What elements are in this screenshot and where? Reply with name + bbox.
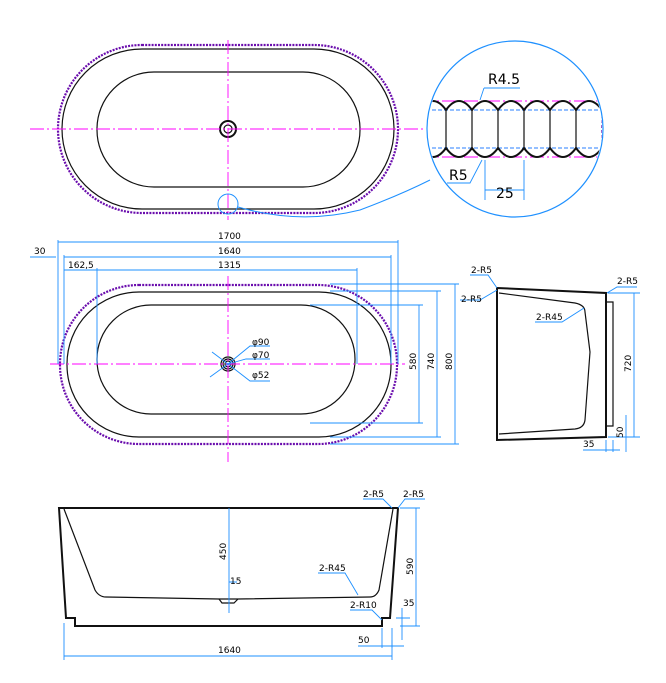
drain-90-label: φ90	[252, 338, 270, 348]
top-view	[30, 40, 431, 220]
side-r5c-leader	[606, 286, 637, 294]
side-r45-leader	[535, 307, 585, 323]
drain-52-label: φ52	[252, 371, 269, 381]
r45-leader	[479, 87, 520, 101]
side-foot	[606, 301, 614, 427]
side-r5-b-label: 2-R5	[461, 295, 482, 305]
dim-1315	[64, 268, 358, 364]
pitch-dim	[484, 160, 525, 200]
side-35-label: 35	[583, 440, 594, 450]
front-450-label: 450	[219, 543, 229, 560]
plan-rim	[66, 291, 392, 438]
side-dim-35	[583, 440, 620, 452]
side-720-label: 720	[624, 355, 634, 372]
front-r5-b-label: 2-R5	[403, 490, 424, 500]
front-1640-label: 1640	[218, 646, 241, 656]
front-dim-590	[400, 507, 420, 627]
dim-30-label: 30	[34, 247, 46, 257]
front-r45-label: 2-R45	[319, 564, 346, 574]
scallop-top	[428, 100, 602, 112]
front-view: 450 15 590 2-R5 2-R45 2-R5 2-R10 35 50 1…	[57, 490, 425, 660]
dim-800-label: 800	[445, 353, 455, 370]
detail-view: R4.5 R5 25	[426, 40, 604, 218]
dim-162-label: 162,5	[68, 261, 94, 271]
detail-circle	[426, 40, 604, 218]
scallop-bottom	[428, 146, 602, 158]
dim-1315-label: 1315	[218, 261, 241, 271]
front-r5-leaders	[363, 498, 425, 509]
side-dim-720	[608, 292, 640, 438]
front-590-label: 590	[406, 558, 416, 575]
inner-basin	[96, 71, 361, 188]
detail-r-top-label: R4.5	[488, 72, 520, 88]
front-outline	[57, 507, 400, 627]
side-view: 2-R5 2-R5 2-R5 2-R45 720 50 35	[460, 266, 640, 452]
front-r10-leader	[350, 609, 383, 621]
drain-leaders	[209, 345, 270, 382]
detail-leader	[237, 179, 431, 218]
drain-70-label: φ70	[252, 351, 270, 361]
front-dim-35	[396, 608, 410, 640]
dim-800	[330, 283, 459, 445]
plan-bead	[58, 283, 399, 446]
detail-r-bottom-label: R5	[449, 168, 468, 184]
side-outline	[496, 286, 607, 442]
scallop-ribs	[445, 110, 577, 148]
front-35-label: 35	[403, 599, 414, 609]
side-inner	[498, 292, 591, 435]
dim-740-label: 740	[427, 353, 437, 370]
dim-740	[330, 290, 441, 438]
dim-580-label: 580	[409, 353, 419, 370]
plan-view: 1700 1640 30 1315 162,5 580 740 800 φ90 …	[30, 232, 459, 462]
front-inner	[63, 508, 394, 600]
side-r5-c-label: 2-R5	[617, 277, 638, 287]
detail-marker	[217, 193, 239, 215]
front-r10-label: 2-R10	[350, 601, 377, 611]
front-r45-leader	[318, 572, 359, 596]
front-50-label: 50	[358, 636, 370, 646]
side-r45-label: 2-R45	[536, 313, 563, 323]
front-r5-a-label: 2-R5	[363, 490, 384, 500]
front-15-label: 15	[230, 577, 241, 587]
detail-pitch-label: 25	[496, 186, 514, 202]
dim-1700-label: 1700	[218, 232, 241, 242]
side-50-label: 50	[616, 426, 626, 438]
side-r5-leaders	[460, 274, 498, 301]
front-dim-1640	[63, 623, 393, 660]
dim-1700	[57, 240, 399, 364]
dim-580	[310, 304, 423, 424]
front-dim-450	[228, 508, 237, 613]
dim-1640	[30, 255, 392, 364]
dim-1640-label: 1640	[218, 247, 241, 257]
front-drain	[218, 598, 239, 604]
side-r5-a-label: 2-R5	[471, 266, 492, 276]
r5-leader	[447, 159, 483, 184]
